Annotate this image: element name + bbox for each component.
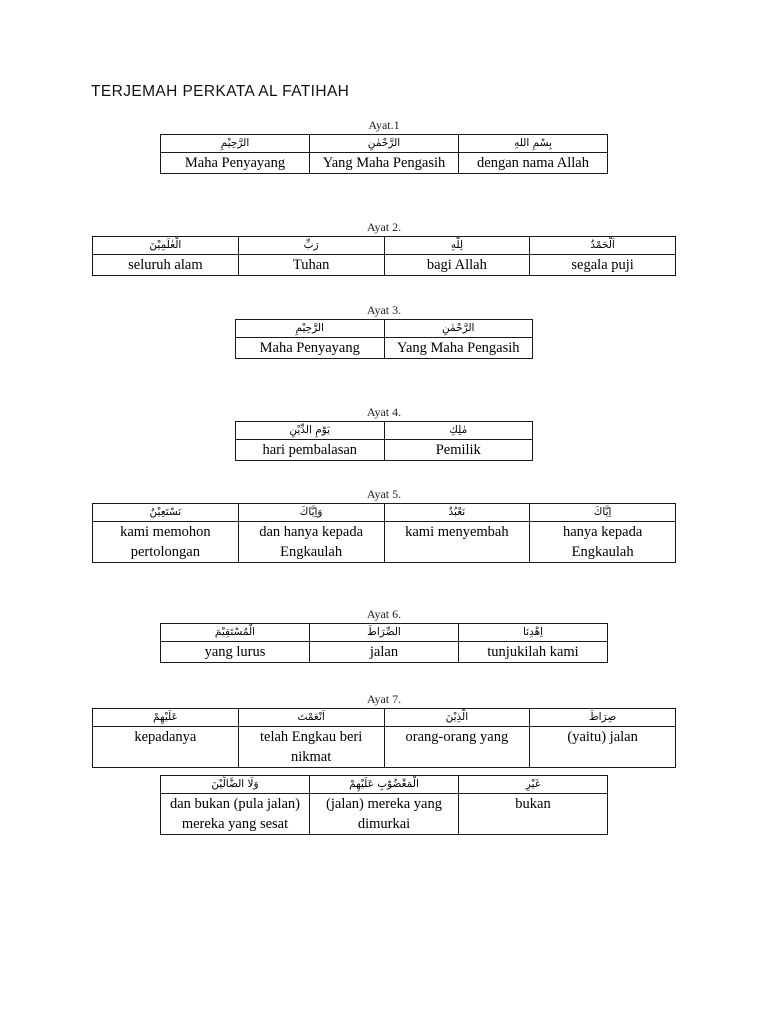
translation-cell: bukan xyxy=(458,793,608,835)
table-row-translation: Maha Penyayang Yang Maha Pengasih xyxy=(235,337,533,359)
arabic-cell: الرَّحْمٰنِ xyxy=(383,319,533,338)
ayat-block-3: Ayat 3. الرَّحِيْمِ الرَّحْمٰنِ Maha Pen… xyxy=(235,303,533,359)
table-row-arabic: يَوْمِ الدِّيْنِ مٰلِكِ xyxy=(235,421,533,440)
translation-cell: hari pembalasan xyxy=(235,439,385,461)
arabic-cell: الرَّحِيْمِ xyxy=(160,134,310,153)
ayat-block-5: Ayat 5. نَسْتَعِيْنُ وَاِيَّاكَ نَعْبُدُ… xyxy=(92,487,676,563)
translation-cell: dan bukan (pula jalan) mereka yang sesat xyxy=(160,793,310,835)
ayat-block-6: Ayat 6. الْمُسْتَقِيْمَ الصِّرَاطَ اِهْد… xyxy=(160,607,608,663)
translation-cell: segala puji xyxy=(529,254,676,276)
arabic-cell: يَوْمِ الدِّيْنِ xyxy=(235,421,385,440)
translation-cell: jalan xyxy=(309,641,459,663)
translation-cell: orang-orang yang xyxy=(383,726,531,768)
translation-cell: kami memohon pertolongan xyxy=(92,521,239,563)
arabic-cell: بِسْمِ اللهِ xyxy=(458,134,608,153)
arabic-cell: الرَّحِيْمِ xyxy=(235,319,385,338)
translation-cell: (yaitu) jalan xyxy=(529,726,676,768)
table-row-arabic: وَلَا الضَّالِّيْنَ الْمَغْضُوْبِ عَلَيْ… xyxy=(160,775,608,794)
arabic-cell: وَلَا الضَّالِّيْنَ xyxy=(160,775,310,794)
arabic-cell: غَيْرِ xyxy=(458,775,608,794)
translation-cell: kami menyembah xyxy=(383,521,531,563)
ayat-table-3: الرَّحِيْمِ الرَّحْمٰنِ Maha Penyayang Y… xyxy=(235,319,533,359)
table-row-arabic: الْمُسْتَقِيْمَ الصِّرَاطَ اِهْدِنَا xyxy=(160,623,608,642)
arabic-cell: نَسْتَعِيْنُ xyxy=(92,503,239,522)
translation-cell: Yang Maha Pengasih xyxy=(309,152,459,174)
arabic-cell: الرَّحْمٰنِ xyxy=(309,134,459,153)
translation-cell: bagi Allah xyxy=(383,254,531,276)
ayat-table-7b: وَلَا الضَّالِّيْنَ الْمَغْضُوْبِ عَلَيْ… xyxy=(160,775,608,835)
table-row-arabic: نَسْتَعِيْنُ وَاِيَّاكَ نَعْبُدُ اِيَّاك… xyxy=(92,503,676,522)
arabic-cell: الْمَغْضُوْبِ عَلَيْهِمْ xyxy=(309,775,459,794)
arabic-cell: اِيَّاكَ xyxy=(529,503,676,522)
ayat-table-6: الْمُسْتَقِيْمَ الصِّرَاطَ اِهْدِنَا yan… xyxy=(160,623,608,663)
translation-cell: telah Engkau beri nikmat xyxy=(237,726,385,768)
table-row-arabic: عَلَيْهِمْ اَنْعَمْتَ الَّذِيْنَ صِرَاطَ xyxy=(92,708,676,727)
ayat-label-5: Ayat 5. xyxy=(366,487,402,501)
table-row-translation: hari pembalasan Pemilik xyxy=(235,439,533,461)
translation-cell: Yang Maha Pengasih xyxy=(383,337,533,359)
arabic-cell: وَاِيَّاكَ xyxy=(237,503,385,522)
ayat-table-5: نَسْتَعِيْنُ وَاِيَّاكَ نَعْبُدُ اِيَّاك… xyxy=(92,503,676,563)
ayat-block-2: Ayat 2. الْعٰلَمِيْنَ رَبِّ لِلّٰهِ اَلْ… xyxy=(92,220,676,276)
ayat-label-7: Ayat 7. xyxy=(366,692,402,706)
arabic-cell: رَبِّ xyxy=(237,236,385,255)
arabic-cell: الصِّرَاطَ xyxy=(309,623,459,642)
table-row-arabic: الرَّحِيْمِ الرَّحْمٰنِ xyxy=(235,319,533,338)
ayat-block-4: Ayat 4. يَوْمِ الدِّيْنِ مٰلِكِ hari pem… xyxy=(235,405,533,461)
ayat-block-7b: وَلَا الضَّالِّيْنَ الْمَغْضُوْبِ عَلَيْ… xyxy=(160,775,608,835)
translation-cell: Maha Penyayang xyxy=(235,337,385,359)
table-row-arabic: الْعٰلَمِيْنَ رَبِّ لِلّٰهِ اَلْحَمْدُ xyxy=(92,236,676,255)
table-row-translation: dan bukan (pula jalan) mereka yang sesat… xyxy=(160,793,608,835)
translation-cell: seluruh alam xyxy=(92,254,239,276)
table-row-translation: Maha Penyayang Yang Maha Pengasih dengan… xyxy=(160,152,608,174)
arabic-cell: مٰلِكِ xyxy=(383,421,533,440)
ayat-table-4: يَوْمِ الدِّيْنِ مٰلِكِ hari pembalasan … xyxy=(235,421,533,461)
translation-cell: Pemilik xyxy=(383,439,533,461)
translation-cell: dengan nama Allah xyxy=(458,152,608,174)
arabic-cell: صِرَاطَ xyxy=(529,708,676,727)
translation-cell: yang lurus xyxy=(160,641,310,663)
arabic-cell: اَنْعَمْتَ xyxy=(237,708,385,727)
ayat-block-1: Ayat.1 الرَّحِيْمِ الرَّحْمٰنِ بِسْمِ ال… xyxy=(160,118,608,174)
table-row-translation: kepadanya telah Engkau beri nikmat orang… xyxy=(92,726,676,768)
translation-cell: (jalan) mereka yang dimurkai xyxy=(309,793,459,835)
ayat-table-2: الْعٰلَمِيْنَ رَبِّ لِلّٰهِ اَلْحَمْدُ s… xyxy=(92,236,676,276)
table-row-translation: kami memohon pertolongan dan hanya kepad… xyxy=(92,521,676,563)
ayat-label-6: Ayat 6. xyxy=(366,607,402,621)
arabic-cell: الْعٰلَمِيْنَ xyxy=(92,236,239,255)
arabic-cell: اَلْحَمْدُ xyxy=(529,236,676,255)
table-row-arabic: الرَّحِيْمِ الرَّحْمٰنِ بِسْمِ اللهِ xyxy=(160,134,608,153)
arabic-cell: عَلَيْهِمْ xyxy=(92,708,239,727)
translation-cell: hanya kepada Engkaulah xyxy=(529,521,676,563)
translation-cell: tunjukilah kami xyxy=(458,641,608,663)
arabic-cell: لِلّٰهِ xyxy=(383,236,531,255)
translation-cell: Maha Penyayang xyxy=(160,152,310,174)
ayat-table-1: الرَّحِيْمِ الرَّحْمٰنِ بِسْمِ اللهِ Mah… xyxy=(160,134,608,174)
translation-cell: kepadanya xyxy=(92,726,239,768)
ayat-block-7: Ayat 7. عَلَيْهِمْ اَنْعَمْتَ الَّذِيْنَ… xyxy=(92,692,676,768)
arabic-cell: الَّذِيْنَ xyxy=(383,708,531,727)
arabic-cell: الْمُسْتَقِيْمَ xyxy=(160,623,310,642)
ayat-label-2: Ayat 2. xyxy=(366,220,402,234)
ayat-table-7: عَلَيْهِمْ اَنْعَمْتَ الَّذِيْنَ صِرَاطَ… xyxy=(92,708,676,768)
arabic-cell: اِهْدِنَا xyxy=(458,623,608,642)
ayat-label-3: Ayat 3. xyxy=(366,303,402,317)
translation-cell: dan hanya kepada Engkaulah xyxy=(237,521,385,563)
table-row-translation: seluruh alam Tuhan bagi Allah segala puj… xyxy=(92,254,676,276)
page-title: TERJEMAH PERKATA AL FATIHAH xyxy=(91,83,350,100)
translation-cell: Tuhan xyxy=(237,254,385,276)
table-row-translation: yang lurus jalan tunjukilah kami xyxy=(160,641,608,663)
arabic-cell: نَعْبُدُ xyxy=(383,503,531,522)
ayat-label-1: Ayat.1 xyxy=(368,118,400,132)
ayat-label-4: Ayat 4. xyxy=(366,405,402,419)
